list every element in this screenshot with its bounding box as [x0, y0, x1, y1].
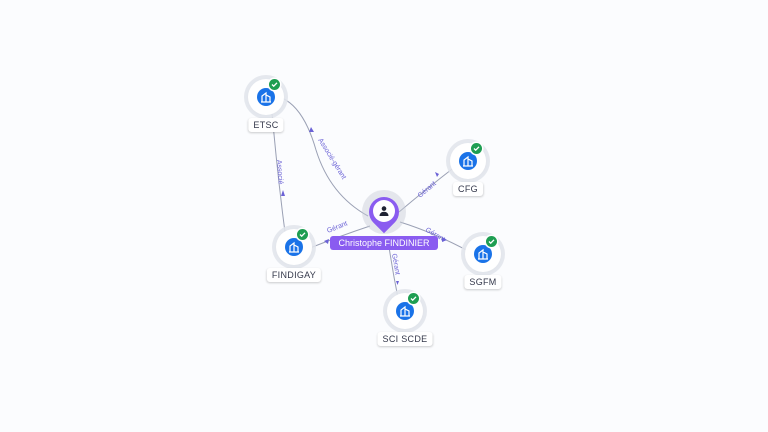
arrow-etsc — [309, 127, 314, 132]
edge-label-person-etsc: Associé-gérant — [316, 137, 347, 180]
edge-label-person-cfg: Gérant — [417, 180, 438, 199]
edge-person-etsc — [281, 97, 369, 217]
company-node-circle — [465, 236, 501, 272]
company-label-sci-scde: SCI SCDE — [377, 332, 433, 346]
edge-person-sgfm — [399, 221, 471, 253]
company-label-sgfm: SGFM — [464, 275, 502, 289]
company-node-circle — [276, 229, 312, 265]
building-icon — [474, 245, 492, 263]
person-icon — [379, 206, 389, 216]
building-icon — [459, 152, 477, 170]
edge-label-person-scde: Gérant — [390, 253, 401, 275]
edge-label-person-findigay: Gérant — [326, 220, 349, 235]
building-icon — [257, 88, 275, 106]
arrow-sgfm — [442, 237, 447, 242]
building-icon — [285, 238, 303, 256]
arrow-cfg — [435, 172, 439, 177]
company-node-circle — [450, 143, 486, 179]
person-name-label: Christophe FINDINIER — [330, 236, 438, 250]
arrow-findigay-2 — [324, 239, 329, 244]
building-icon — [396, 302, 414, 320]
company-node-circle — [248, 79, 284, 115]
company-node-circle — [387, 293, 423, 329]
verified-check-icon — [408, 293, 419, 304]
company-label-etsc: ETSC — [248, 118, 284, 132]
verified-check-icon — [471, 143, 482, 154]
verified-check-icon — [297, 229, 308, 240]
arrow-findigay — [281, 190, 285, 196]
verified-check-icon — [269, 79, 280, 90]
company-label-cfg: CFG — [453, 182, 483, 196]
person-node-inner — [373, 200, 395, 222]
company-label-findigay: FINDIGAY — [266, 268, 322, 282]
verified-check-icon — [486, 236, 497, 247]
edge-person-cfg — [398, 165, 457, 213]
edge-label-etsc-findigay: Associé — [275, 160, 284, 185]
arrow-scde — [396, 281, 399, 285]
